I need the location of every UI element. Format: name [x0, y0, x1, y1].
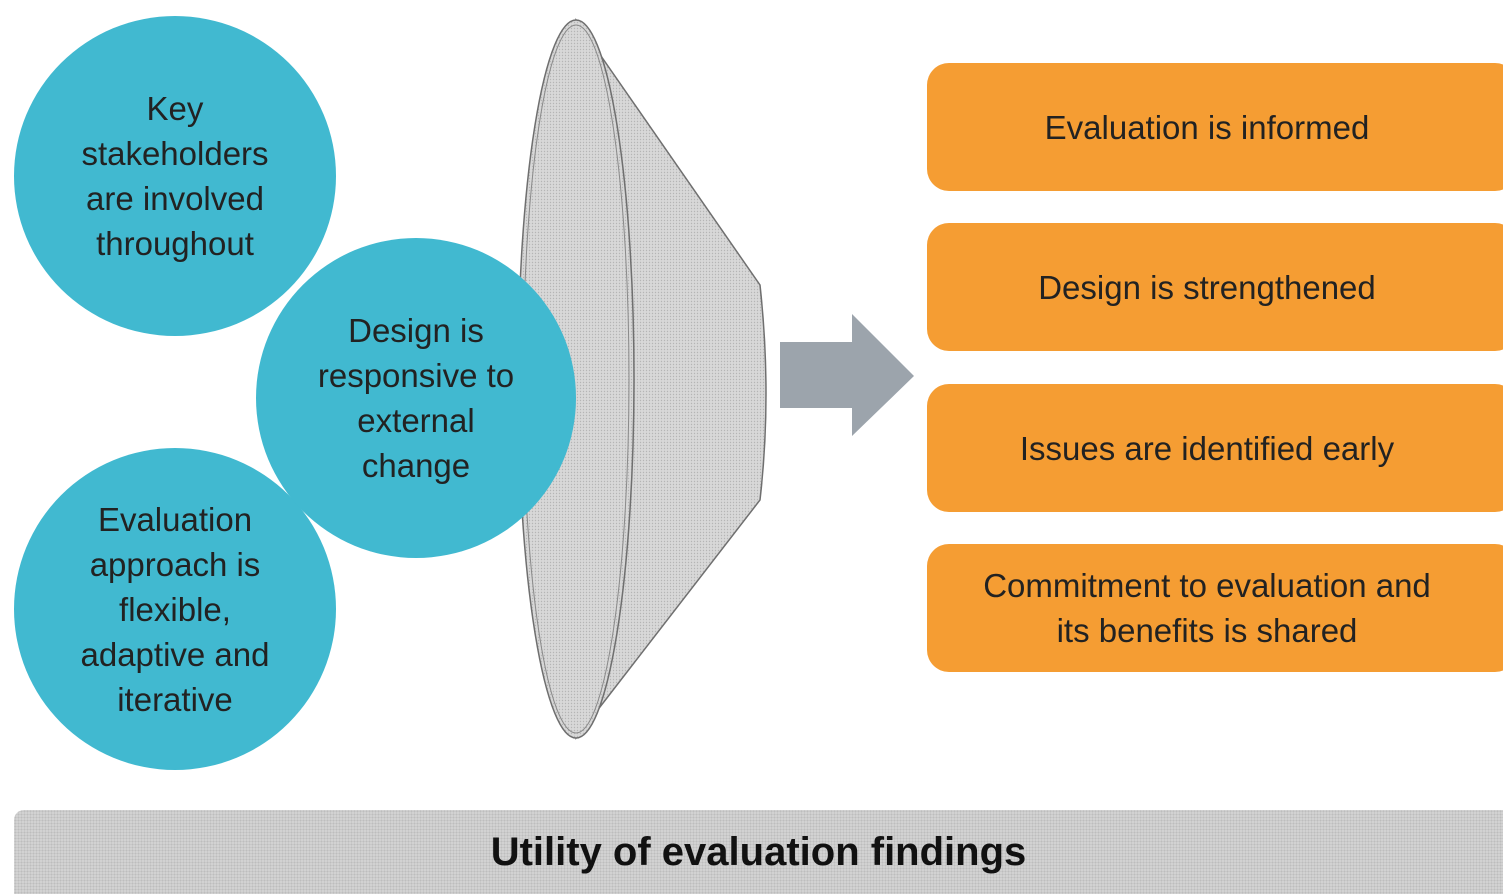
outcome-label: Design is strengthened	[1038, 268, 1376, 306]
circle-text-line: adaptive and	[80, 635, 270, 673]
right-arrow-icon	[780, 314, 914, 436]
circle-stakeholders-text: Key stakeholders are involved throughout	[81, 86, 268, 266]
circle-text-line: change	[361, 447, 471, 484]
circle-text-line: throughout	[96, 225, 254, 262]
circle-text-line: approach is	[89, 545, 261, 583]
footer-label: Utility of evaluation findings	[490, 829, 1027, 874]
outcome-issues-identified: Issues are identified early	[927, 384, 1503, 512]
outcome-label: Evaluation is informed	[1044, 108, 1370, 146]
circle-evaluation-approach: Evaluation approach is flexible, adaptiv…	[14, 448, 336, 770]
footer-bar: Utility of evaluation findings	[14, 810, 1503, 894]
circle-text-line: Evaluation	[97, 500, 253, 538]
circle-text-line: responsive to	[317, 357, 515, 394]
outcome-label-line: its benefits is shared	[1056, 612, 1358, 649]
circle-text-line: Design is	[348, 312, 484, 349]
outcome-label: Commitment to evaluation and its benefit…	[983, 563, 1431, 653]
arrow-shape	[780, 314, 914, 436]
circle-evaluation-approach-text: Evaluation approach is flexible, adaptiv…	[81, 497, 270, 722]
outcome-evaluation-informed: Evaluation is informed	[927, 63, 1503, 191]
outcome-label: Issues are identified early	[1019, 429, 1395, 467]
circle-design-responsive: Design is responsive to external change	[256, 238, 576, 558]
circle-text-line: Key	[146, 90, 204, 127]
outcome-label-line: Commitment to evaluation and	[983, 567, 1431, 604]
circle-design-responsive-text: Design is responsive to external change	[318, 308, 514, 488]
circle-text-line: flexible,	[119, 590, 231, 628]
circle-text-line: are involved	[86, 180, 264, 217]
outcome-design-strengthened: Design is strengthened	[927, 223, 1503, 351]
circle-stakeholders: Key stakeholders are involved throughout	[14, 16, 336, 336]
circle-text-line: stakeholders	[81, 135, 269, 172]
circle-text-line: iterative	[117, 680, 233, 718]
circle-text-line: external	[357, 402, 475, 439]
outcome-commitment-shared: Commitment to evaluation and its benefit…	[927, 544, 1503, 672]
